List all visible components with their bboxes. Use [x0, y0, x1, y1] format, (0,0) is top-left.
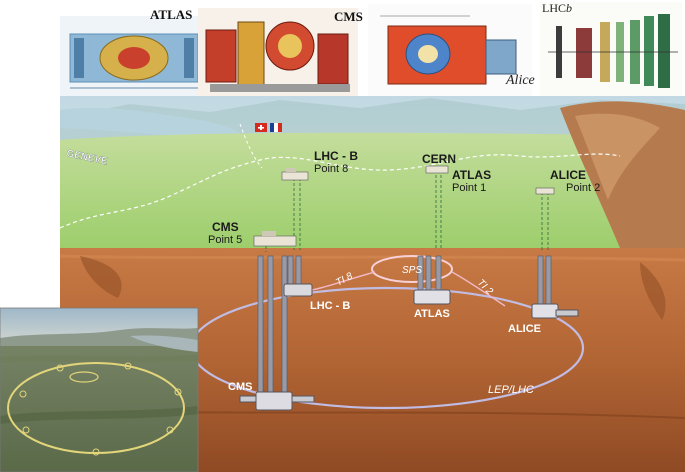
atlas-cavern	[413, 289, 451, 305]
ti2-line	[451, 271, 506, 307]
atlas-underground-label: ATLAS	[414, 308, 450, 320]
french-flag-icon	[270, 123, 282, 132]
atlas-site-name: ATLAS	[452, 168, 491, 182]
detector-strip: ATLAS CMS Alice	[60, 1, 682, 98]
cms-underground-label: CMS	[228, 381, 252, 393]
alice-cavern	[531, 303, 579, 319]
atlas-detector-image	[60, 16, 208, 98]
alice-site-point: Point 2	[566, 182, 600, 194]
alice-site-name: ALICE	[550, 168, 586, 182]
aerial-ring-outline	[7, 362, 185, 454]
alice-title: Alice	[505, 73, 535, 88]
lhcb-site-point: Point 8	[314, 163, 348, 175]
cms-site-point: Point 5	[208, 234, 242, 246]
swiss-flag-icon	[255, 123, 267, 132]
atlas-site-point: Point 1	[452, 182, 486, 194]
cern-label: CERN	[422, 152, 456, 166]
surface-sites	[253, 165, 555, 252]
ring-label: LEP/LHC	[488, 384, 534, 396]
sps-label: SPS	[402, 265, 422, 276]
alice-detector-image	[368, 4, 532, 96]
alice-site-buildings	[535, 187, 555, 195]
cms-title: CMS	[334, 9, 363, 24]
atlas-title: ATLAS	[150, 7, 192, 22]
lhcb-site-buildings	[281, 168, 309, 181]
sps-ring	[371, 255, 453, 283]
surface-map	[59, 96, 685, 248]
cms-detector-image	[198, 8, 358, 96]
cern-site-buildings	[425, 165, 449, 174]
underground-labels: SPS TI 8 TI 2 LHC - B ATLAS ALICE CMS LE…	[228, 265, 541, 396]
lhcb-detector-image	[540, 2, 682, 96]
lhcb-underground-label: LHC - B	[310, 300, 350, 312]
aerial-photo-inset	[0, 307, 199, 472]
cms-site-name: CMS	[212, 220, 239, 234]
alice-underground-label: ALICE	[508, 323, 541, 335]
cms-site-buildings	[253, 231, 297, 247]
lhcb-title: LHCb	[542, 1, 572, 15]
lhcb-site-name: LHC - B	[314, 149, 358, 163]
cms-cavern	[239, 391, 315, 411]
lhcb-cavern	[283, 283, 313, 297]
